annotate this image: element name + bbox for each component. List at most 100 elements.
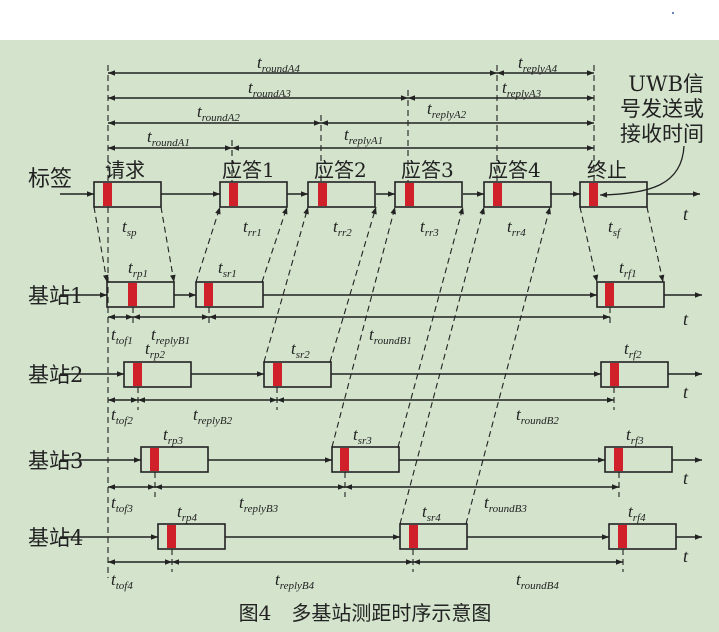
label-main: t <box>507 217 513 236</box>
annotation-text: UWB信 <box>628 72 704 96</box>
label-main: t <box>177 502 183 521</box>
label-main: t <box>518 53 524 72</box>
propagation-line <box>397 206 464 448</box>
label-subscript: roundA3 <box>253 88 292 100</box>
label-subscript: rr1 <box>248 227 262 239</box>
tag-interval-label: treplyA2 <box>427 99 467 121</box>
label-main: t <box>193 405 199 424</box>
label-main: t <box>145 339 151 358</box>
station-time-label: tsr1 <box>218 258 237 280</box>
station-time-label: tsr2 <box>291 339 310 361</box>
annotation-text: 接收时间 <box>620 122 704 146</box>
label-main: t <box>369 325 375 344</box>
label-main: t <box>608 217 614 236</box>
station-time-label: trp4 <box>177 502 198 524</box>
station-interval-label: treplyB4 <box>275 570 315 592</box>
signal-marker <box>493 183 502 206</box>
signal-marker <box>167 525 176 548</box>
station-label: 基站1 <box>28 284 83 308</box>
label-subscript: tof1 <box>116 335 133 347</box>
station-time-label: trp3 <box>163 425 184 447</box>
propagation-line <box>160 206 176 283</box>
tag-duration-label: tsp <box>122 217 137 239</box>
station-message-box <box>596 281 665 308</box>
station-message-box <box>157 523 226 550</box>
label-subscript: replyB2 <box>198 415 233 427</box>
station-interval-label: treplyB1 <box>151 325 190 347</box>
station-message-box <box>604 446 673 473</box>
signal-marker <box>150 448 159 471</box>
tag-message-box <box>579 181 648 208</box>
station-interval-label: troundB1 <box>369 325 412 347</box>
label-main: t <box>628 502 634 521</box>
propagation-line <box>579 206 599 283</box>
label-subscript: sr4 <box>427 512 442 524</box>
label-subscript: rr2 <box>338 227 353 239</box>
station-interval-label: troundB2 <box>516 405 559 427</box>
label-subscript: replyA4 <box>523 63 558 75</box>
propagation-line <box>263 206 309 363</box>
tag-message-label: 应答1 <box>222 158 275 182</box>
label-subscript: rf4 <box>633 512 646 524</box>
propagation-line <box>646 206 665 283</box>
tag-duration-label: trr2 <box>333 217 352 239</box>
tag-duration-label: tsf <box>608 217 622 239</box>
label-subscript: replyA1 <box>349 135 383 147</box>
label-subscript: sr1 <box>223 268 237 280</box>
station-time-label: trf3 <box>626 425 644 447</box>
station-interval-label: ttof1 <box>111 325 133 347</box>
signal-marker <box>610 363 619 386</box>
label-subscript: roundA1 <box>152 137 190 149</box>
station-interval-label: ttof2 <box>111 405 133 427</box>
label-main: t <box>484 493 490 512</box>
dot-mark <box>672 12 674 14</box>
annotation-text: 号发送或 <box>620 97 704 121</box>
label-subscript: replyB3 <box>244 503 279 515</box>
tag-interval-label: troundA2 <box>197 102 240 124</box>
label-subscript: rr3 <box>425 227 440 239</box>
station-interval-label: troundB4 <box>516 570 559 592</box>
tag-interval-label: troundA4 <box>257 53 300 75</box>
label-subscript: replyA3 <box>507 88 542 100</box>
signal-marker <box>405 183 414 206</box>
time-axis-label: t <box>683 382 689 402</box>
label-main: t <box>248 78 254 97</box>
label-subscript: roundB1 <box>374 335 412 347</box>
station-label: 基站3 <box>28 449 83 473</box>
station-interval-label: troundB3 <box>484 493 527 515</box>
station-interval-label: treplyB2 <box>193 405 233 427</box>
station-time-label: trf4 <box>628 502 646 524</box>
tag-message-label: 应答4 <box>488 158 541 182</box>
label-main: t <box>128 258 134 277</box>
label-subscript: replyB1 <box>156 335 190 347</box>
station-time-label: trf2 <box>624 339 642 361</box>
label-subscript: roundB2 <box>521 415 560 427</box>
tag-interval-label: treplyA3 <box>502 78 542 100</box>
label-main: t <box>626 425 632 444</box>
propagation-line <box>261 206 288 283</box>
station-message-box <box>399 523 468 550</box>
label-subscript: roundB4 <box>521 580 560 592</box>
label-subscript: sr2 <box>296 349 311 361</box>
label-main: t <box>333 217 339 236</box>
label-main: t <box>516 570 522 589</box>
station-time-label: tsr3 <box>353 425 372 447</box>
label-main: t <box>344 125 350 144</box>
signal-marker <box>133 363 142 386</box>
tag-interval-label: treplyA4 <box>518 53 558 75</box>
label-main: t <box>427 99 433 118</box>
station-time-label: trp1 <box>128 258 148 280</box>
label-main: t <box>197 102 203 121</box>
station-message-box <box>608 523 677 550</box>
station-time-label: trp2 <box>145 339 166 361</box>
label-main: t <box>275 570 281 589</box>
label-subscript: rp4 <box>182 512 198 524</box>
label-main: t <box>111 493 117 512</box>
label-main: t <box>122 217 128 236</box>
label-subscript: rp2 <box>150 349 166 361</box>
label-subscript: tof4 <box>116 580 134 592</box>
signal-marker <box>409 525 418 548</box>
station-interval-label: ttof4 <box>111 570 133 592</box>
